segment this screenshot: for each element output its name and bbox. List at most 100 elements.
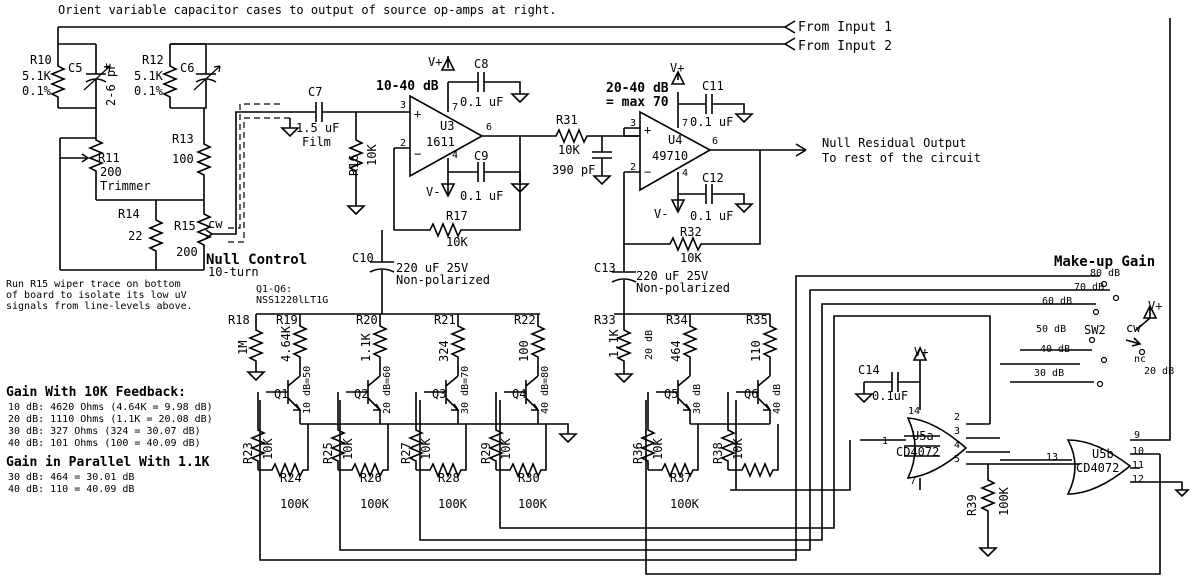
r14-resistor — [147, 200, 165, 270]
u4-opamp — [624, 72, 806, 212]
switch-contact-0 — [1100, 280, 1108, 288]
switch-contact-1 — [1112, 294, 1120, 302]
u5a-pin7: 7 — [910, 476, 916, 487]
r10-value: 5.1K — [22, 69, 52, 83]
gain-resistor-r34 — [681, 314, 699, 376]
c9-ref: C9 — [474, 149, 488, 163]
bias-fb-ref-2: R28 — [438, 471, 460, 485]
c390-value: 390 pF — [552, 163, 595, 177]
bias-network-5 — [719, 392, 779, 479]
c8-ref: C8 — [474, 57, 488, 71]
u5a-pin2: 2 — [954, 412, 960, 423]
u3-vplus: V+ — [428, 55, 442, 69]
gain-resistor-value-5: 110 — [749, 340, 763, 362]
c7-kind: Film — [302, 135, 331, 149]
u3-pin7: 7 — [452, 102, 458, 113]
r15-potentiometer — [60, 200, 216, 271]
r31-value: 10K — [558, 143, 580, 157]
gain-resistor-ref-2: R21 — [434, 313, 456, 327]
u5a-vplus: V+ — [914, 345, 928, 359]
u4-pin6: 6 — [712, 136, 718, 147]
bias-ref-0: R23 — [241, 442, 255, 464]
u5a-pin5: 5 — [954, 454, 960, 465]
output-arrow — [795, 143, 807, 157]
sw2-vplus-wire — [1135, 304, 1158, 331]
gain-table-title: Gain With 10K Feedback: — [6, 385, 186, 400]
route-q5 — [645, 400, 1161, 575]
bias-fb-value-4: 100K — [670, 497, 700, 511]
r33-db: 20 dB — [644, 330, 655, 360]
u3-vminus-arrow — [440, 183, 456, 198]
c12-capacitor — [678, 184, 754, 214]
c10-kind: Non-polarized — [396, 273, 490, 287]
bias-ref-3: R29 — [479, 442, 493, 464]
bias-fb-value-2: 100K — [438, 497, 468, 511]
null-control-title: Null Control — [206, 252, 307, 268]
u5a-or-gate — [860, 417, 968, 490]
gain-resistor-ref-3: R22 — [514, 313, 536, 327]
bias-fb-value-0: 100K — [280, 497, 310, 511]
bias-value-5: 10K — [731, 438, 745, 460]
makeup-title: Make-up Gain — [1054, 254, 1155, 270]
c11-value: 0.1 uF — [690, 115, 733, 129]
gain-resistor-r35 — [761, 314, 779, 376]
emitter-ground-bus — [300, 423, 578, 444]
u3-pin4: 4 — [452, 150, 458, 161]
u4-in-wire — [623, 128, 640, 137]
switch-contact-3 — [1088, 336, 1096, 344]
u3-pin6: 6 — [486, 122, 492, 133]
gain-resistor-value-3: 100 — [517, 340, 531, 362]
gain-resistor-ref-1: R20 — [356, 313, 378, 327]
gain-row-4: 40 dB: 101 Ohms (100 = 40.09 dB) — [8, 438, 201, 449]
c14-ref: C14 — [858, 363, 880, 377]
r11-kind: Trimmer — [100, 179, 151, 193]
r18-value: 1M — [236, 341, 250, 355]
r39-ref: R39 — [965, 494, 979, 516]
c11-ref: C11 — [702, 79, 724, 93]
u5a-pin14: 14 — [908, 406, 920, 417]
c7-capacitor — [298, 102, 380, 122]
top-note: Orient variable capacitor cases to outpu… — [58, 3, 557, 17]
bias-ref-1: R25 — [321, 442, 335, 464]
r15-value: 200 — [176, 245, 198, 259]
parallel-row-2: 40 dB: 110 = 40.09 dB — [8, 484, 134, 495]
c14-value: 0.1uF — [872, 389, 908, 403]
r31-resistor — [552, 127, 640, 145]
r16-value: 10K — [365, 144, 379, 166]
c10-value: 220 uF 25V — [396, 261, 468, 275]
c11-capacitor — [678, 94, 754, 124]
route-50db — [499, 315, 991, 529]
u5b-ref: U5b — [1092, 447, 1114, 461]
bias-fb-ref-0: R24 — [280, 471, 302, 485]
r15-wiper-wire — [216, 111, 298, 235]
switch-contact-4 — [1100, 356, 1108, 364]
u4-gain2: = max 70 — [606, 95, 669, 110]
r14-value: 22 — [128, 229, 142, 243]
sw2-wiper — [1125, 337, 1142, 347]
c13-kind: Non-polarized — [636, 281, 730, 295]
bias-ref-2: R27 — [399, 442, 413, 464]
c9-capacitor — [448, 162, 530, 194]
u4-gain: 20-40 dB — [606, 81, 669, 96]
q-part-line1: Q1-Q6: — [256, 284, 292, 295]
u3-gain: 10-40 dB — [376, 79, 439, 94]
gain-resistor-r22 — [529, 314, 547, 376]
transistor-q5 — [677, 375, 692, 424]
bias-network-1 — [329, 392, 389, 479]
transistor-q3 — [445, 375, 460, 424]
switch-contact-5 — [1096, 380, 1104, 388]
c6-ref: C6 — [180, 61, 194, 75]
c6-variable-capacitor — [193, 62, 221, 95]
c5-value: 2-6 pF — [104, 63, 118, 106]
r33-ref: R33 — [594, 313, 616, 327]
gain-row-1: 10 dB: 4620 Ohms (4.64K = 9.98 dB) — [8, 402, 213, 413]
gain-db-label-2: 30 dB=70 — [460, 366, 471, 414]
transistor-label-5: Q6 — [744, 387, 758, 401]
c5-variable-capacitor — [83, 62, 111, 95]
gain-resistor-value-4: 464 — [669, 340, 683, 362]
switch-position-label-6: 20 dB — [1144, 366, 1174, 377]
gain-db-label-5: 40 dB — [772, 384, 783, 414]
r12-resistor — [161, 43, 207, 140]
switch-position-label-5: 30 dB — [1034, 368, 1064, 379]
